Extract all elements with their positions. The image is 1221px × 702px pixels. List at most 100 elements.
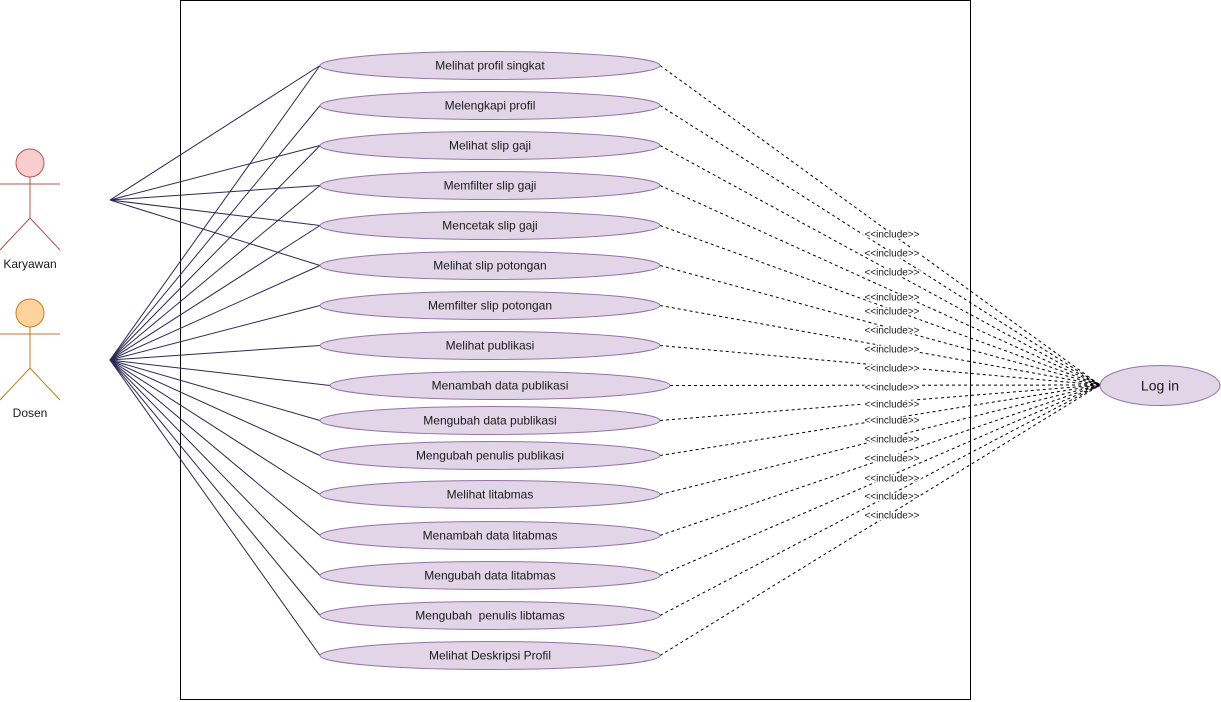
include-line [659,65,1101,386]
use-case[interactable]: Mencetak slip gaji [319,211,661,240]
use-case-login-ellipse [1099,365,1221,406]
include-line [659,225,1101,386]
actor-karyawan[interactable]: Karyawan [0,148,61,271]
use-case-label: Mengubah data publikasi [423,414,556,428]
use-case[interactable]: Melihat slip gaji [319,131,661,160]
include-label: <<include>> [864,492,919,503]
include-line [659,345,1101,386]
actor-dosen[interactable]: Dosen [0,298,61,420]
association-line [109,185,321,201]
include-label: <<include>> [864,345,919,356]
include-label: <<include>> [864,230,919,241]
actor-karyawan-icon [0,148,61,251]
include-lines [659,65,1103,656]
use-case[interactable]: Melihat litabmas [319,480,661,509]
use-case[interactable]: Melihat slip potongan [319,251,661,280]
association-line [109,145,321,361]
use-case-label: Mengubah penulis publikasi [416,449,564,463]
association-line [109,359,321,456]
include-labels: <<include>> <<include>> <<include>> <<inclu… [863,228,921,523]
include-line [659,384,1101,456]
use-case-ellipse [319,521,661,550]
use-case[interactable]: Menambah data litabmas [319,521,661,550]
include-line [659,384,1101,656]
association-line [109,305,321,361]
use-case-label: Memfilter slip gaji [444,179,537,193]
include-label: <<include>> [864,293,919,304]
include-label: <<include>> [864,454,919,465]
use-case-ellipse [319,51,661,80]
association-line [109,265,321,361]
include-label: <<include>> [864,249,919,260]
association-line [109,359,321,536]
use-case[interactable]: Mengubah penulis publikasi [319,441,661,470]
include-line [659,384,1101,576]
association-line [109,185,321,361]
include-label: <<include>> [864,326,919,337]
use-case-ellipse [319,441,661,470]
use-case-ellipse [319,641,661,670]
use-case-ellipse [319,211,661,240]
use-case[interactable]: Melihat Deskripsi Profil [319,641,661,670]
use-case[interactable]: Mengubah data litabmas [319,561,661,590]
use-case-ellipse [329,371,671,400]
use-case[interactable]: Melihat publikasi [319,331,661,360]
association-line [109,345,321,361]
actor-dosen-icon [0,298,61,401]
actor-dosen-label: Dosen [13,406,48,420]
use-case-label: Melengkapi profil [445,99,536,113]
use-case[interactable]: Melihat profil singkat [319,51,661,80]
include-line [659,384,1101,616]
use-case-label: Melihat slip potongan [433,259,546,273]
association-line [109,65,321,201]
association-line [109,359,321,495]
include-line [659,105,1101,386]
association-line [109,359,321,656]
use-case-label: Mengubah penulis libtamas [415,609,564,623]
use-case-label: Melihat slip gaji [449,139,531,153]
include-label: <<include>> [864,511,919,522]
use-case-label: Melihat Deskripsi Profil [429,649,551,663]
association-line [109,199,321,266]
association-line [109,199,321,226]
include-label: <<include>> [864,400,919,411]
association-lines [109,65,331,656]
use-case[interactable]: Memfilter slip potongan [319,291,661,320]
use-case-ellipse [319,331,661,360]
include-label: <<include>> [864,383,919,394]
use-case[interactable]: Melengkapi profil [319,91,661,120]
use-case-label: Melihat publikasi [446,339,535,353]
use-case-label: Mencetak slip gaji [442,219,537,233]
include-label: <<include>> [864,268,919,279]
include-label: <<include>> [864,435,919,446]
use-case[interactable]: Memfilter slip gaji [319,171,661,200]
use-case[interactable]: Mengubah penulis libtamas [319,601,661,630]
use-case-login-label: Log in [1141,378,1179,394]
association-line [109,359,321,576]
include-line [659,185,1101,386]
use-case-ellipse [319,171,661,200]
use-case-ellipse [319,406,661,435]
use-case-label: Melihat litabmas [447,488,534,502]
use-case-ellipse [319,480,661,509]
system-boundary [180,0,971,700]
include-label: <<include>> [864,364,919,375]
use-case-ellipse [319,91,661,120]
use-case-label: Memfilter slip potongan [428,299,552,313]
association-line [109,359,321,616]
use-case-login[interactable]: Log in [1099,365,1221,406]
association-line [109,359,321,421]
include-line [659,384,1101,421]
use-case-ellipse [319,291,661,320]
include-label: <<include>> [864,416,919,427]
use-case-label: Melihat profil singkat [435,59,545,73]
use-case[interactable]: Mengubah data publikasi [319,406,661,435]
include-label: <<include>> [864,474,919,485]
use-case[interactable]: Menambah data publikasi [329,371,671,400]
association-line [109,225,321,361]
use-case-ellipse [319,601,661,630]
actor-karyawan-label: Karyawan [3,257,56,271]
use-case-label: Menambah data litabmas [423,529,558,543]
